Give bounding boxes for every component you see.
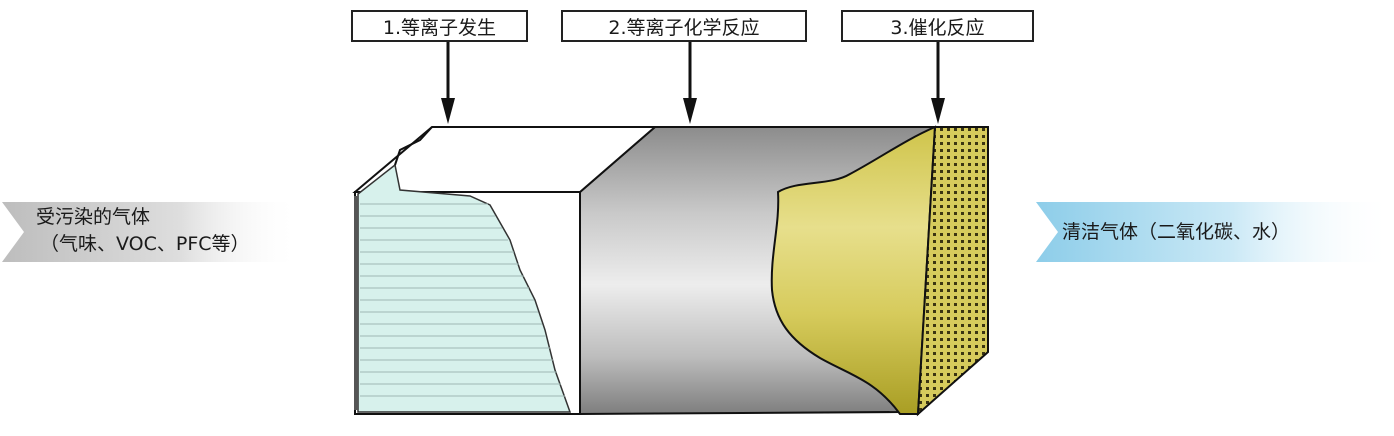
- stage-box-plasma-chemical-reaction: 2.等离子化学反应: [561, 10, 807, 42]
- input-flow-arrow: [2, 202, 300, 262]
- input-gas-line1: 受污染的气体: [36, 206, 151, 228]
- stage-box-catalytic-reaction: 3.催化反应: [841, 10, 1034, 42]
- filter-slats: [360, 203, 565, 397]
- output-gas-label: 清洁气体（二氧化碳、水）: [1062, 221, 1291, 243]
- output-flow-arrow: [1036, 202, 1394, 262]
- stage-label-plasma-generation: 1.等离子发生: [382, 16, 497, 39]
- stage-arrows: [441, 42, 945, 124]
- catalyst-end-face: [916, 126, 989, 417]
- stage-box-plasma-generation: 1.等离子发生: [351, 10, 528, 42]
- stage-label-catalytic-reaction: 3.催化反应: [890, 16, 985, 39]
- filter-comb-edge: [354, 196, 358, 410]
- stage-label-plasma-chemical-reaction: 2.等离子化学反应: [608, 16, 760, 39]
- input-gas-line2: （气味、VOC、PFC等）: [40, 233, 250, 255]
- input-gas-label: 受污染的气体 （气味、VOC、PFC等）: [36, 204, 250, 258]
- cutaway-edge: [394, 126, 433, 166]
- catalyst-body: [770, 125, 937, 415]
- plasma-top-face: [352, 126, 658, 193]
